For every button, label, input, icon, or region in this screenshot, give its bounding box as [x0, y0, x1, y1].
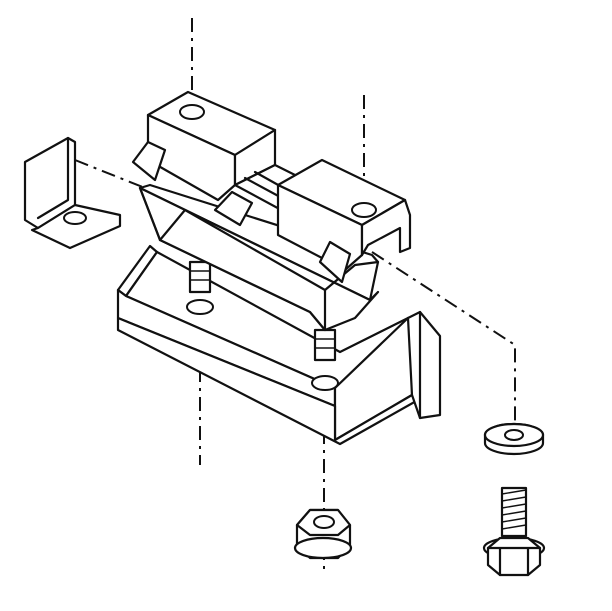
flange-bolt [482, 486, 546, 577]
lower-bracket-hole-right [311, 375, 339, 391]
rubber-insulator [138, 183, 380, 332]
flange-nut-flange [293, 536, 353, 560]
upper-left-wedge [131, 140, 167, 182]
lower-crossmember-bracket [116, 244, 442, 446]
bolt-head [486, 536, 542, 577]
upper-right-wedge [318, 240, 352, 284]
washer [483, 422, 545, 456]
insulator-edge [138, 186, 380, 292]
angle-bracket-hole [63, 211, 87, 225]
upper-bracket-hole-left [179, 104, 205, 120]
bolt-threads [501, 489, 527, 530]
upper-bracket-hole-right [351, 202, 377, 218]
angle-bracket [23, 136, 122, 250]
upper-mid-wedge [213, 190, 254, 227]
upper-support-bracket [131, 90, 412, 284]
stud-left [188, 260, 212, 294]
upper-right-block-side [360, 198, 412, 257]
bolt-head-facets [486, 546, 542, 577]
washer-hole [504, 429, 524, 441]
stud-right [313, 328, 337, 362]
lower-bracket-hole-left [186, 299, 214, 315]
flange-nut [293, 508, 353, 560]
insulator-trough [158, 208, 327, 332]
flange-nut-hole [313, 515, 335, 529]
angle-bracket-horizontal [30, 203, 122, 250]
angle-bracket-edge [36, 136, 70, 220]
